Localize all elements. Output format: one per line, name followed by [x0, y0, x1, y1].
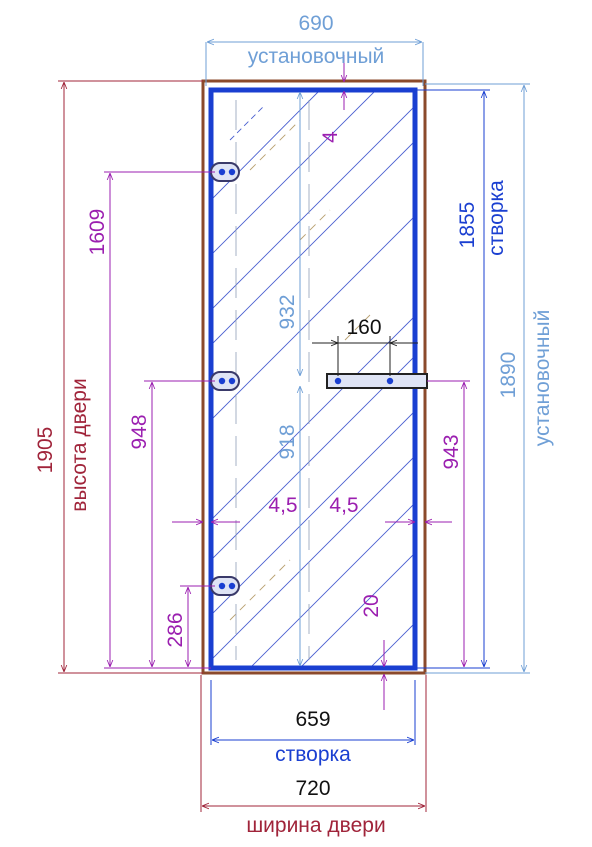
install-width-label: установочный — [248, 45, 385, 68]
hinge-middle — [210, 371, 240, 391]
dim-handle-height — [427, 380, 470, 667]
install-height-value: 1890 — [497, 352, 520, 399]
dim-hinge-top — [104, 171, 215, 669]
right-gap-value: 4,5 — [329, 494, 358, 517]
leaf-height-label: створка — [485, 180, 508, 256]
install-width-value: 690 — [298, 12, 333, 35]
left-gap-value: 4,5 — [268, 494, 297, 517]
door-height-value: 1905 — [34, 427, 57, 474]
leaf-width-label: створка — [275, 743, 351, 766]
handle-length-value: 160 — [346, 316, 381, 339]
dim-hinge-bottom — [180, 585, 215, 667]
door-height-label: высота двери — [68, 378, 91, 511]
upper-section-value: 932 — [276, 294, 299, 329]
door-width-value: 720 — [295, 777, 330, 800]
dim-hinge-middle — [144, 380, 215, 667]
install-height-label: установочный — [531, 310, 554, 447]
dim-door-width — [200, 675, 427, 812]
leaf-height-value: 1855 — [456, 202, 479, 249]
door-handle — [326, 373, 428, 389]
dim-install-width — [205, 42, 424, 86]
top-gap-value: 4 — [319, 131, 342, 143]
hinge-bottom — [210, 576, 240, 596]
glass-hatching — [211, 90, 415, 668]
hinge-top — [210, 162, 240, 182]
bottom-gap-value: 20 — [360, 594, 383, 617]
leaf-width-value: 659 — [295, 708, 330, 731]
dim-handle-length — [312, 336, 418, 376]
dim-door-height — [58, 80, 203, 674]
lower-section-value: 918 — [276, 424, 299, 459]
hinge-bottom-value: 286 — [164, 612, 187, 647]
hinge-middle-value: 948 — [128, 414, 151, 449]
dim-install-height — [425, 83, 530, 674]
door-width-label: ширина двери — [246, 814, 385, 837]
dim-leaf-width — [210, 680, 416, 745]
dim-leaf-height — [415, 89, 490, 669]
handle-height-value: 943 — [440, 434, 463, 469]
hinge-top-value: 1609 — [86, 209, 109, 256]
